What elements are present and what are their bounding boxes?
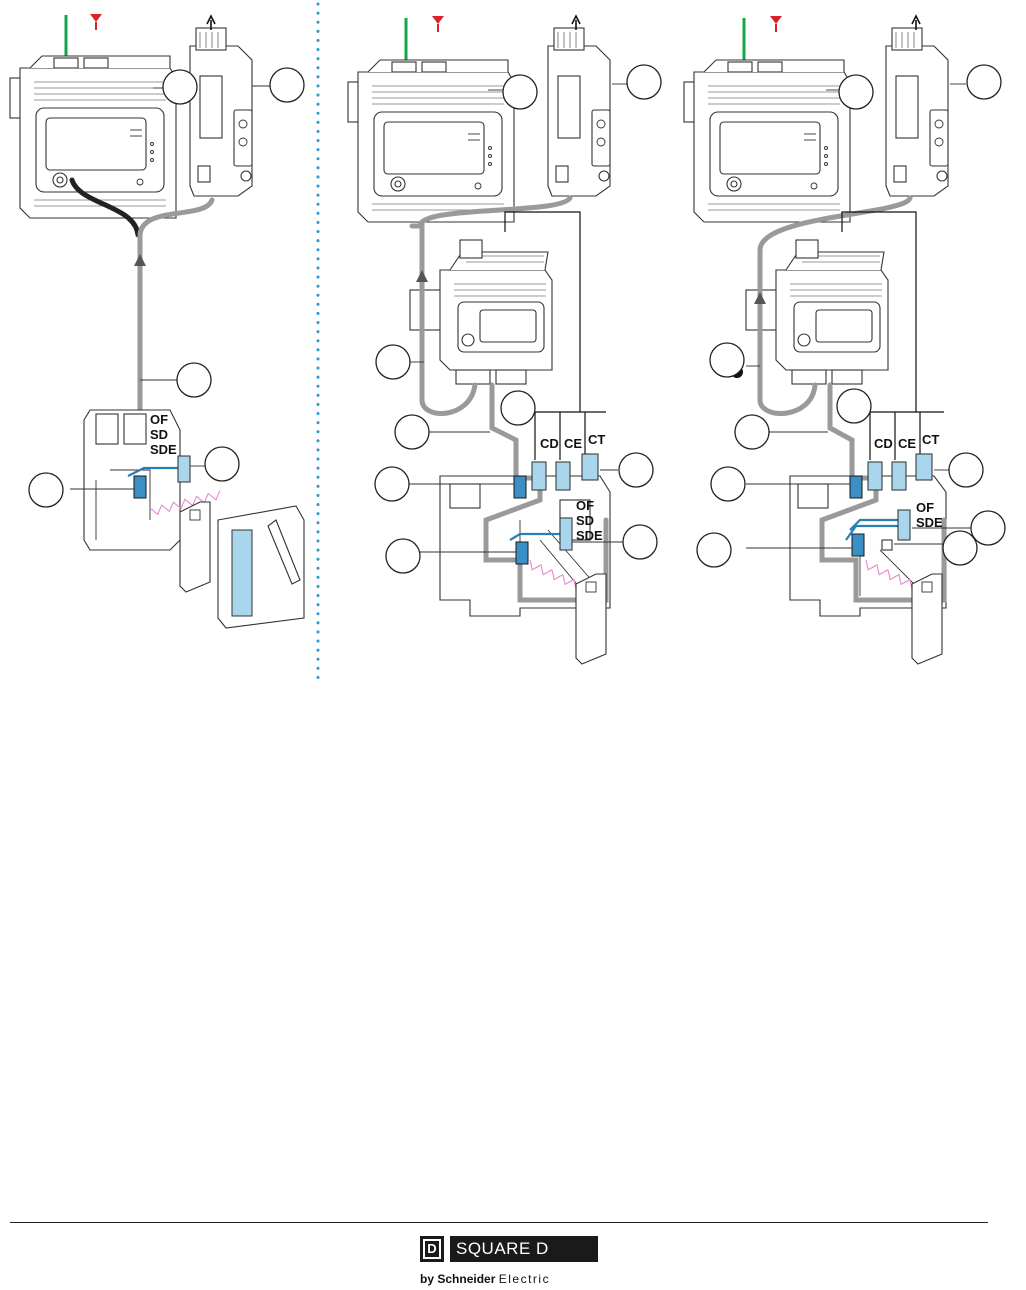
callout-3j (696, 532, 732, 568)
label-cd-2: CD (540, 436, 559, 451)
rotary-handle-1 (217, 505, 305, 629)
aux-ce-3 (891, 461, 907, 491)
label-ce-2: CE (564, 436, 582, 451)
callout-1c (176, 362, 212, 398)
callout-3c (709, 342, 745, 378)
byline: by Schneider Electric (420, 1272, 550, 1286)
label-sde-3: SDE (916, 515, 943, 530)
callout-3e (734, 414, 770, 450)
wiring-diagram: OF SD SDE (9, 2, 1006, 680)
comm-module-2 (547, 27, 611, 197)
byline-by: by (420, 1272, 435, 1286)
logo-name: SQUARE D (450, 1236, 598, 1262)
callout-3g (948, 452, 984, 488)
callout-2h (622, 524, 658, 560)
comm-module-1 (189, 27, 253, 197)
callout-1a (162, 69, 198, 105)
panel-3: CD CE CT OF SDE (683, 14, 1006, 665)
io-module-3 (683, 59, 851, 223)
label-cd-3: CD (874, 436, 893, 451)
byline-electric: Electric (498, 1272, 551, 1286)
io-module-2 (347, 59, 515, 223)
contact-block-2 (559, 517, 573, 551)
blue-accessory-2a (513, 475, 527, 499)
callout-3d (836, 388, 872, 424)
panel-1: OF SD SDE (9, 14, 305, 629)
blue-accessory-1a (133, 475, 147, 499)
label-ct-3: CT (922, 432, 939, 447)
up-arrow-1 (206, 14, 216, 30)
blue-accessory-3a (849, 475, 863, 499)
callout-2b (626, 64, 662, 100)
callout-3h (970, 510, 1006, 546)
logo-d-mark: D (420, 1236, 444, 1262)
label-of-2: OF (576, 498, 594, 513)
callout-1b (269, 67, 305, 103)
panel-2: CD CE CT OF SD SDE (347, 14, 662, 665)
contact-block-3 (897, 509, 911, 541)
bso-module-3 (745, 239, 889, 385)
label-sde-2: SDE (576, 528, 603, 543)
callout-3i (942, 530, 978, 566)
callout-3a (838, 74, 874, 110)
label-of-3: OF (916, 500, 934, 515)
callout-2f (374, 466, 410, 502)
up-arrow-3 (911, 14, 921, 30)
aux-cd-2 (531, 461, 547, 491)
comm-module-3 (885, 27, 949, 197)
aux-cd-3 (867, 461, 883, 491)
callout-2a (502, 74, 538, 110)
blue-accessory-2b (515, 541, 529, 565)
blue-accessory-3b (851, 533, 865, 557)
callout-1d (204, 446, 240, 482)
io-module-1 (9, 55, 177, 219)
red-terminal-3 (770, 16, 782, 32)
callout-2d (500, 390, 536, 426)
label-sd-2: SD (576, 513, 594, 528)
red-terminal-2 (432, 16, 444, 32)
aux-ce-2 (555, 461, 571, 491)
callout-1e (28, 472, 64, 508)
bso-module-2 (409, 239, 553, 385)
label-sde-1: SDE (150, 442, 177, 457)
square-d-logo: D SQUARE D (420, 1236, 598, 1262)
callout-3f (710, 466, 746, 502)
label-ct-2: CT (588, 432, 605, 447)
label-of-1: OF (150, 412, 168, 427)
breaker-1 (83, 409, 181, 551)
logo-d-letter: D (423, 1239, 441, 1259)
footer-rule (10, 1222, 988, 1223)
callout-2c (375, 344, 411, 380)
callout-3b (966, 64, 1002, 100)
blue-accessory-1b (177, 455, 191, 483)
aux-ct-2 (581, 453, 599, 481)
red-terminal-1 (90, 14, 102, 30)
label-ce-3: CE (898, 436, 916, 451)
byline-brand: Schneider (437, 1272, 496, 1286)
aux-ct-3 (915, 453, 933, 481)
callout-2e (394, 414, 430, 450)
callout-2g (618, 452, 654, 488)
callout-2i (385, 538, 421, 574)
up-arrow-2 (571, 14, 581, 30)
label-sd-1: SD (150, 427, 168, 442)
